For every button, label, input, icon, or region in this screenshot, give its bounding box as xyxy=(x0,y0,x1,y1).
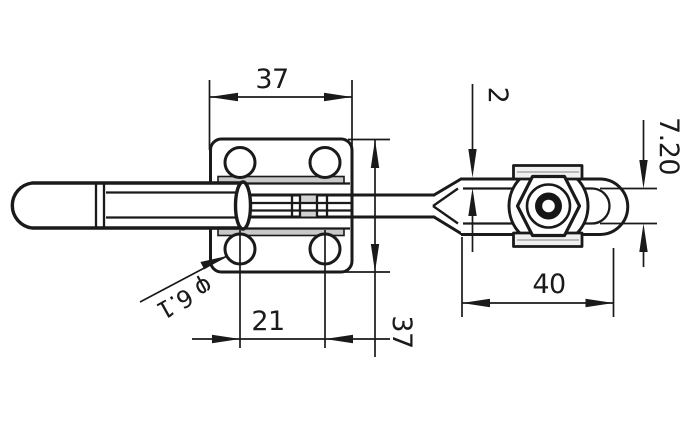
dimension-spindle-span: 40 xyxy=(461,237,615,317)
dim-label-hole-diameter: φ 6.1 xyxy=(152,271,217,324)
arrowhead-down xyxy=(370,244,380,272)
nut-inscribed-circle xyxy=(525,183,572,229)
extension-ticks xyxy=(600,187,657,225)
dimension-bar-section: 7.20 xyxy=(600,117,684,267)
arrowhead-up xyxy=(639,223,648,252)
fork-notch xyxy=(432,187,459,225)
dim-label-plate-height: 37 xyxy=(386,315,417,348)
extension-lines xyxy=(208,80,353,154)
dim-label-hole-spacing: 21 xyxy=(251,306,284,337)
leader-arrowhead xyxy=(200,256,227,270)
arrowhead-left xyxy=(462,298,490,308)
u-bar-inner-bend xyxy=(591,187,611,225)
arrowhead-left xyxy=(209,92,238,102)
handle-outline xyxy=(10,181,243,230)
dimension-plate-width: 37 xyxy=(208,64,353,154)
dim-label-spindle-span: 40 xyxy=(532,269,565,300)
fork-bottom-edge xyxy=(432,215,463,235)
u-bar-end xyxy=(461,164,630,248)
dimension-hole-spacing: 21 xyxy=(192,230,390,348)
bar-slot-shade-bottom xyxy=(300,209,317,217)
fork-top-edge xyxy=(432,177,463,197)
dimension-bar-thickness: 2 xyxy=(468,84,513,252)
dim-label-bar-thickness: 2 xyxy=(482,87,513,104)
handle-lever xyxy=(10,180,253,231)
mounting-hole-top-left xyxy=(223,146,257,179)
mounting-hole-top-right xyxy=(308,146,342,179)
arrowhead-up xyxy=(370,139,380,168)
arrowhead-left xyxy=(325,334,353,344)
pivot-pin xyxy=(233,180,253,231)
dim-label-plate-width: 37 xyxy=(255,64,288,95)
arrowhead-right xyxy=(585,298,614,308)
dimension-plate-height: 37 xyxy=(330,138,417,357)
bar-slot-shade-top xyxy=(300,195,317,203)
arrowhead-down xyxy=(468,149,477,178)
arrowhead-up xyxy=(468,188,477,216)
arrowhead-right xyxy=(324,92,352,102)
hole-center-lines xyxy=(239,230,326,348)
spindle-bore xyxy=(542,199,555,213)
dim-label-bar-section: 7.20 xyxy=(653,117,684,175)
arrowhead-down xyxy=(639,160,648,189)
arrowhead-right xyxy=(212,334,240,344)
extension-lines xyxy=(330,138,390,273)
clamp-bar xyxy=(244,177,463,235)
